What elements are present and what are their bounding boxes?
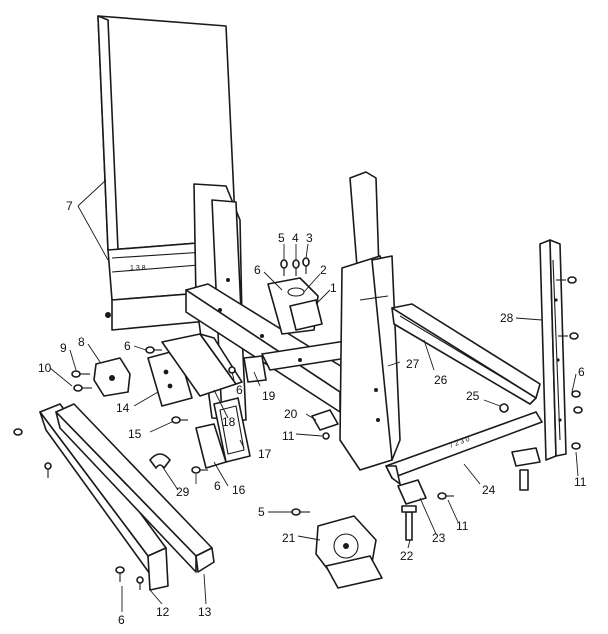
callout-21: 21: [282, 531, 296, 545]
main-cross-beam: [185, 283, 361, 413]
callout-11: 11: [282, 429, 295, 443]
part-21-pump: [315, 515, 383, 589]
svg-text:1 3 8: 1 3 8: [130, 265, 146, 272]
part-13-bar: [55, 403, 215, 573]
callout-11: 11: [456, 519, 469, 533]
callout-3: 3: [306, 231, 313, 245]
callout-6: 6: [214, 479, 221, 493]
callout-25: 25: [466, 389, 480, 403]
callout-7: 7: [66, 199, 73, 213]
leader-lines: [49, 179, 579, 612]
leveling-foot: [511, 447, 541, 491]
callout-6: 6: [118, 613, 125, 627]
callout-20: 20: [284, 407, 298, 421]
callout-2: 2: [320, 263, 327, 277]
callout-17: 17: [258, 447, 272, 461]
callout-29: 29: [176, 485, 190, 499]
callout-15: 15: [128, 427, 142, 441]
part-23-valve: [397, 479, 427, 505]
part-19-bracket: [243, 355, 267, 383]
callout-6: 6: [124, 339, 131, 353]
part-2-bracket: [267, 277, 323, 335]
callout-28: 28: [500, 311, 514, 325]
callout-27: 27: [406, 357, 420, 371]
callout-6: 6: [578, 365, 585, 379]
callout-13: 13: [198, 605, 212, 619]
callout-5: 5: [278, 231, 285, 245]
callout-6: 6: [254, 263, 261, 277]
part-29-clip: [149, 453, 171, 469]
part-27-upright: [339, 171, 401, 471]
callout-18: 18: [222, 415, 236, 429]
part-28-rail: [539, 239, 567, 461]
callout-22: 22: [400, 549, 414, 563]
part-22-screw: [401, 505, 417, 541]
callout-labels: 7 5 4 3 6 2 1 9 8 6 10 14 6 19 18 15 20 …: [38, 199, 587, 627]
part-8-switch: [93, 357, 131, 397]
callout-14: 14: [116, 401, 130, 415]
callout-16: 16: [232, 483, 246, 497]
part-24-rail: 7 2 3 0: [385, 411, 543, 485]
callout-8: 8: [78, 335, 85, 349]
callout-24: 24: [482, 483, 496, 497]
callout-26: 26: [434, 373, 448, 387]
part-16-bracket: [195, 423, 227, 469]
callout-19: 19: [262, 389, 276, 403]
callout-11: 11: [574, 475, 587, 489]
callout-10: 10: [38, 361, 52, 375]
fasteners: [13, 257, 583, 590]
part-20-clamp: [311, 409, 339, 431]
callout-9: 9: [60, 341, 67, 355]
part-17-plate: [213, 397, 251, 463]
callout-23: 23: [432, 531, 446, 545]
part-26-rail: [391, 303, 541, 405]
part-12-rail: [39, 403, 169, 591]
callout-1: 1: [330, 281, 337, 295]
callout-4: 4: [292, 231, 299, 245]
callout-12: 12: [156, 605, 170, 619]
callout-5: 5: [258, 505, 265, 519]
callout-6: 6: [236, 383, 243, 397]
